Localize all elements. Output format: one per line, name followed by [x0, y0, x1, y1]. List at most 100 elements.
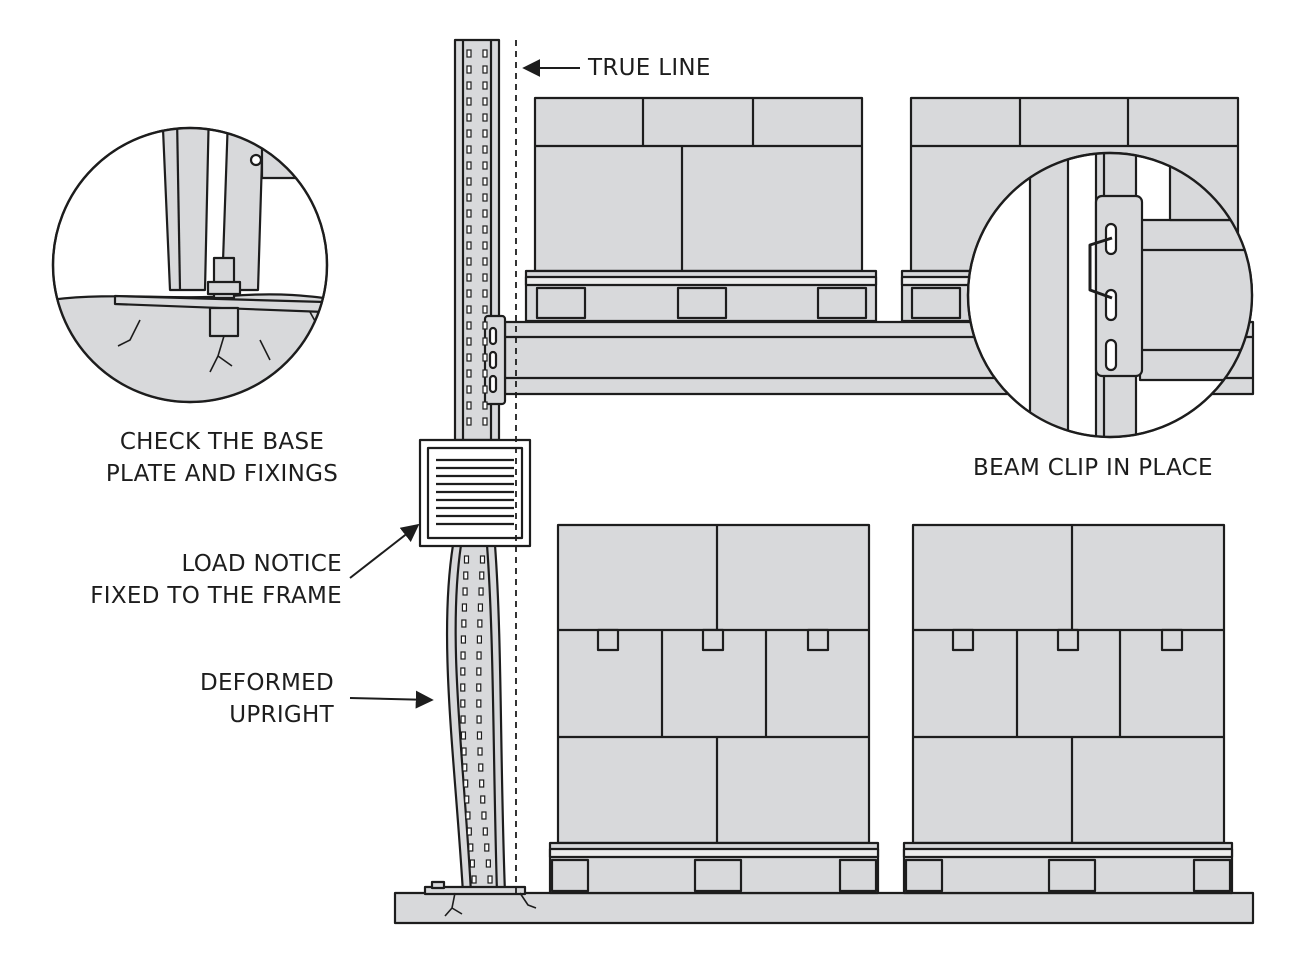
- perforation-slot: [466, 385, 472, 394]
- perforation-slot: [482, 225, 488, 234]
- perforation-slot: [460, 699, 466, 708]
- perforation-slot: [466, 401, 472, 410]
- perforation-slot: [479, 555, 486, 564]
- perforation-slot: [476, 715, 482, 724]
- perforation-slot: [460, 731, 467, 740]
- base-plate-label-line-2: PLATE AND FIXINGS: [105, 461, 339, 487]
- perforation-slot: [478, 587, 484, 596]
- perforation-slot: [460, 683, 466, 692]
- beam-clip-detail-circle: [966, 151, 1254, 439]
- load-notice-board: [418, 438, 532, 548]
- perforation-slot: [482, 161, 488, 170]
- perforation-slot: [469, 859, 475, 868]
- deformed-upright-shape: [445, 543, 507, 895]
- perforation-slot: [471, 875, 477, 884]
- perforation-slot: [480, 795, 486, 804]
- perforation-slot: [466, 145, 472, 154]
- perforation-slot: [466, 305, 472, 314]
- perforation-slot: [466, 209, 472, 218]
- perforation-slot: [477, 603, 484, 612]
- perforation-slot: [482, 257, 488, 266]
- perforation-slot: [463, 779, 469, 788]
- perforation-slot: [482, 273, 488, 282]
- perforation-slot: [466, 417, 472, 426]
- perforation-slot: [476, 731, 483, 740]
- perforation-slot: [466, 369, 472, 378]
- perforation-slot: [481, 811, 487, 820]
- perforation-slot: [466, 827, 472, 836]
- perforation-slot: [460, 667, 466, 676]
- perforation-slot: [482, 385, 488, 394]
- perforation-slot: [476, 699, 482, 708]
- load-notice-label: LOAD NOTICE FIXED TO THE FRAME: [72, 548, 342, 612]
- perforation-slot: [482, 337, 488, 346]
- perforation-slot: [466, 177, 472, 186]
- perforation-slot: [463, 555, 470, 564]
- perforation-slot: [460, 651, 466, 660]
- perforation-slot: [463, 571, 469, 580]
- perforation-slot: [484, 843, 490, 852]
- perforation-slot: [482, 241, 488, 250]
- deformed-upright-label-line-1: DEFORMED: [199, 670, 334, 696]
- perforation-slot: [482, 369, 488, 378]
- perforation-slot: [482, 145, 488, 154]
- perforation-slot: [479, 571, 485, 580]
- base-plate-label-line-1: CHECK THE BASE: [119, 429, 325, 455]
- perforation-slot: [466, 289, 472, 298]
- perforation-slot: [476, 667, 482, 676]
- perforation-slot: [465, 811, 471, 820]
- perforation-slot: [466, 225, 472, 234]
- perforation-slot: [477, 747, 483, 756]
- perforation-slot: [462, 587, 468, 596]
- perforation-slot: [466, 193, 472, 202]
- perforation-slot: [482, 401, 488, 410]
- perforation-slot: [482, 417, 488, 426]
- perforation-slot: [479, 779, 485, 788]
- perforation-slot: [466, 337, 472, 346]
- load-notice-arrow: [349, 523, 420, 579]
- beam-clip-label: BEAM CLIP IN PLACE: [973, 455, 1213, 481]
- perforation-slot: [485, 859, 491, 868]
- perforation-slot: [482, 353, 488, 362]
- perforation-slot: [462, 763, 468, 772]
- perforation-slot: [461, 603, 468, 612]
- upper-pallet-load-1: [524, 96, 878, 323]
- perforation-slot: [466, 49, 472, 58]
- floor-slab: [393, 891, 1255, 925]
- perforation-slot: [468, 843, 474, 852]
- perforation-slot: [482, 193, 488, 202]
- perforation-slot: [466, 113, 472, 122]
- perforation-slot: [466, 273, 472, 282]
- lower-pallet-load-1: [548, 523, 880, 895]
- perforation-slot: [482, 321, 488, 330]
- perforation-slot: [482, 113, 488, 122]
- perforation-slot: [466, 129, 472, 138]
- perforation-slot: [482, 827, 488, 836]
- perforation-slot: [461, 619, 467, 628]
- perforation-slot: [466, 257, 472, 266]
- perforation-slot: [466, 97, 472, 106]
- perforation-slot: [477, 619, 483, 628]
- perforation-slot: [466, 241, 472, 250]
- perforation-slot: [466, 353, 472, 362]
- perforation-slot: [482, 97, 488, 106]
- perforation-slot: [482, 289, 488, 298]
- perforation-slot: [487, 875, 493, 884]
- perforation-slot: [482, 81, 488, 90]
- upright-perforations: [460, 49, 493, 884]
- perforation-slot: [482, 129, 488, 138]
- perforation-slot: [466, 81, 472, 90]
- load-notice-label-line-2: FIXED TO THE FRAME: [90, 583, 342, 609]
- perforation-slot: [476, 635, 482, 644]
- floor-base-plate: [423, 885, 527, 896]
- load-notice-label-line-1: LOAD NOTICE: [181, 551, 342, 577]
- deformed-upright-label-line-2: UPRIGHT: [229, 702, 334, 728]
- perforation-slot: [482, 49, 488, 58]
- perforation-slot: [482, 209, 488, 218]
- perforation-slot: [460, 715, 466, 724]
- lower-pallet-load-2: [902, 523, 1234, 895]
- perforation-slot: [476, 683, 482, 692]
- perforation-slot: [476, 651, 482, 660]
